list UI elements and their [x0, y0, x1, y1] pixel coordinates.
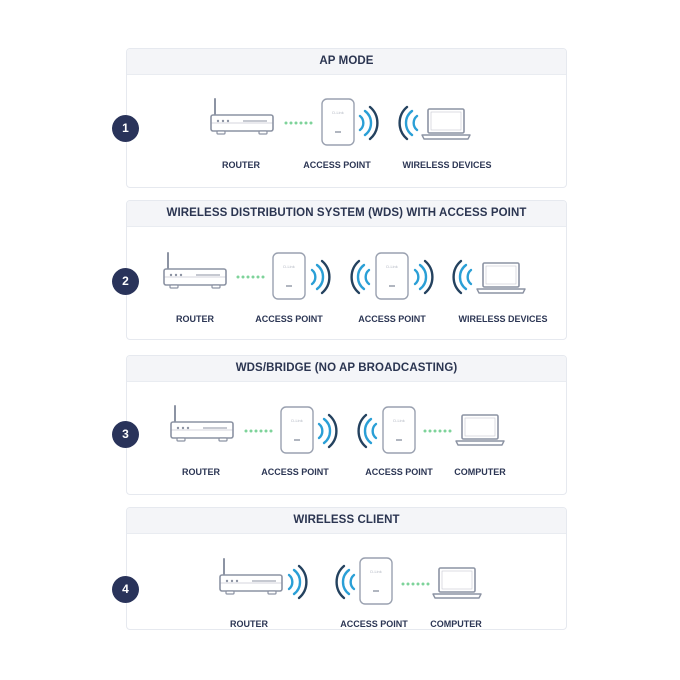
wifi-waves-right-icon — [310, 259, 331, 295]
wifi-waves-right-icon — [413, 259, 434, 295]
router-icon — [219, 558, 283, 595]
laptop-icon — [455, 414, 505, 446]
section-title: WIRELESS CLIENT — [127, 508, 566, 534]
device-label: COMPUTER — [430, 619, 482, 629]
wifi-waves-left-icon — [398, 105, 419, 141]
wifi-waves-right-icon — [358, 105, 379, 141]
access-point-icon: D-Link — [382, 406, 416, 454]
access-point-icon: D-Link — [272, 252, 306, 300]
step-badge-4: 4 — [112, 576, 139, 603]
wifi-waves-left-icon — [452, 259, 473, 295]
svg-text:D-Link: D-Link — [370, 569, 382, 574]
device-label: ROUTER — [182, 467, 220, 477]
svg-text:D-Link: D-Link — [332, 110, 344, 115]
connection-dots — [401, 582, 430, 586]
svg-text:D-Link: D-Link — [393, 418, 405, 423]
device-label: ROUTER — [176, 314, 214, 324]
device-label: ACCESS POINT — [303, 160, 371, 170]
section-card-4: WIRELESS CLIENT — [126, 507, 567, 630]
laptop-icon — [476, 262, 526, 294]
step-badge-2: 2 — [112, 268, 139, 295]
device-label: ACCESS POINT — [340, 619, 408, 629]
connection-dots — [284, 121, 313, 125]
connection-dots — [244, 429, 273, 433]
section-title: WDS/BRIDGE (NO AP BROADCASTING) — [127, 356, 566, 382]
connection-dots — [423, 429, 452, 433]
svg-text:D-Link: D-Link — [283, 264, 295, 269]
svg-text:D-Link: D-Link — [386, 264, 398, 269]
device-label: WIRELESS DEVICES — [402, 160, 492, 170]
access-point-icon: D-Link — [280, 406, 314, 454]
svg-text:D-Link: D-Link — [291, 418, 303, 423]
wifi-waves-right-icon — [317, 413, 338, 449]
wifi-waves-left-icon — [335, 564, 356, 600]
wifi-waves-left-icon — [357, 413, 378, 449]
step-badge-3: 3 — [112, 421, 139, 448]
access-point-icon: D-Link — [359, 557, 393, 605]
device-label: ACCESS POINT — [365, 467, 433, 477]
laptop-icon — [432, 567, 482, 599]
device-label: ACCESS POINT — [358, 314, 426, 324]
router-icon — [210, 98, 274, 135]
laptop-icon — [421, 108, 471, 140]
wifi-waves-left-icon — [350, 259, 371, 295]
section-title: WIRELESS DISTRIBUTION SYSTEM (WDS) WITH … — [127, 201, 566, 227]
device-label: ACCESS POINT — [255, 314, 323, 324]
router-icon — [170, 405, 234, 442]
connection-dots — [236, 275, 265, 279]
section-card-1: AP MODE — [126, 48, 567, 188]
section-title: AP MODE — [127, 49, 566, 75]
access-point-icon: D-Link — [321, 98, 355, 146]
device-label: ROUTER — [222, 160, 260, 170]
step-badge-1: 1 — [112, 115, 139, 142]
access-point-icon: D-Link — [375, 252, 409, 300]
wifi-waves-right-icon — [287, 564, 308, 600]
router-icon — [163, 252, 227, 289]
device-label: WIRELESS DEVICES — [458, 314, 548, 324]
device-label: ACCESS POINT — [261, 467, 329, 477]
device-label: ROUTER — [230, 619, 268, 629]
device-label: COMPUTER — [454, 467, 506, 477]
